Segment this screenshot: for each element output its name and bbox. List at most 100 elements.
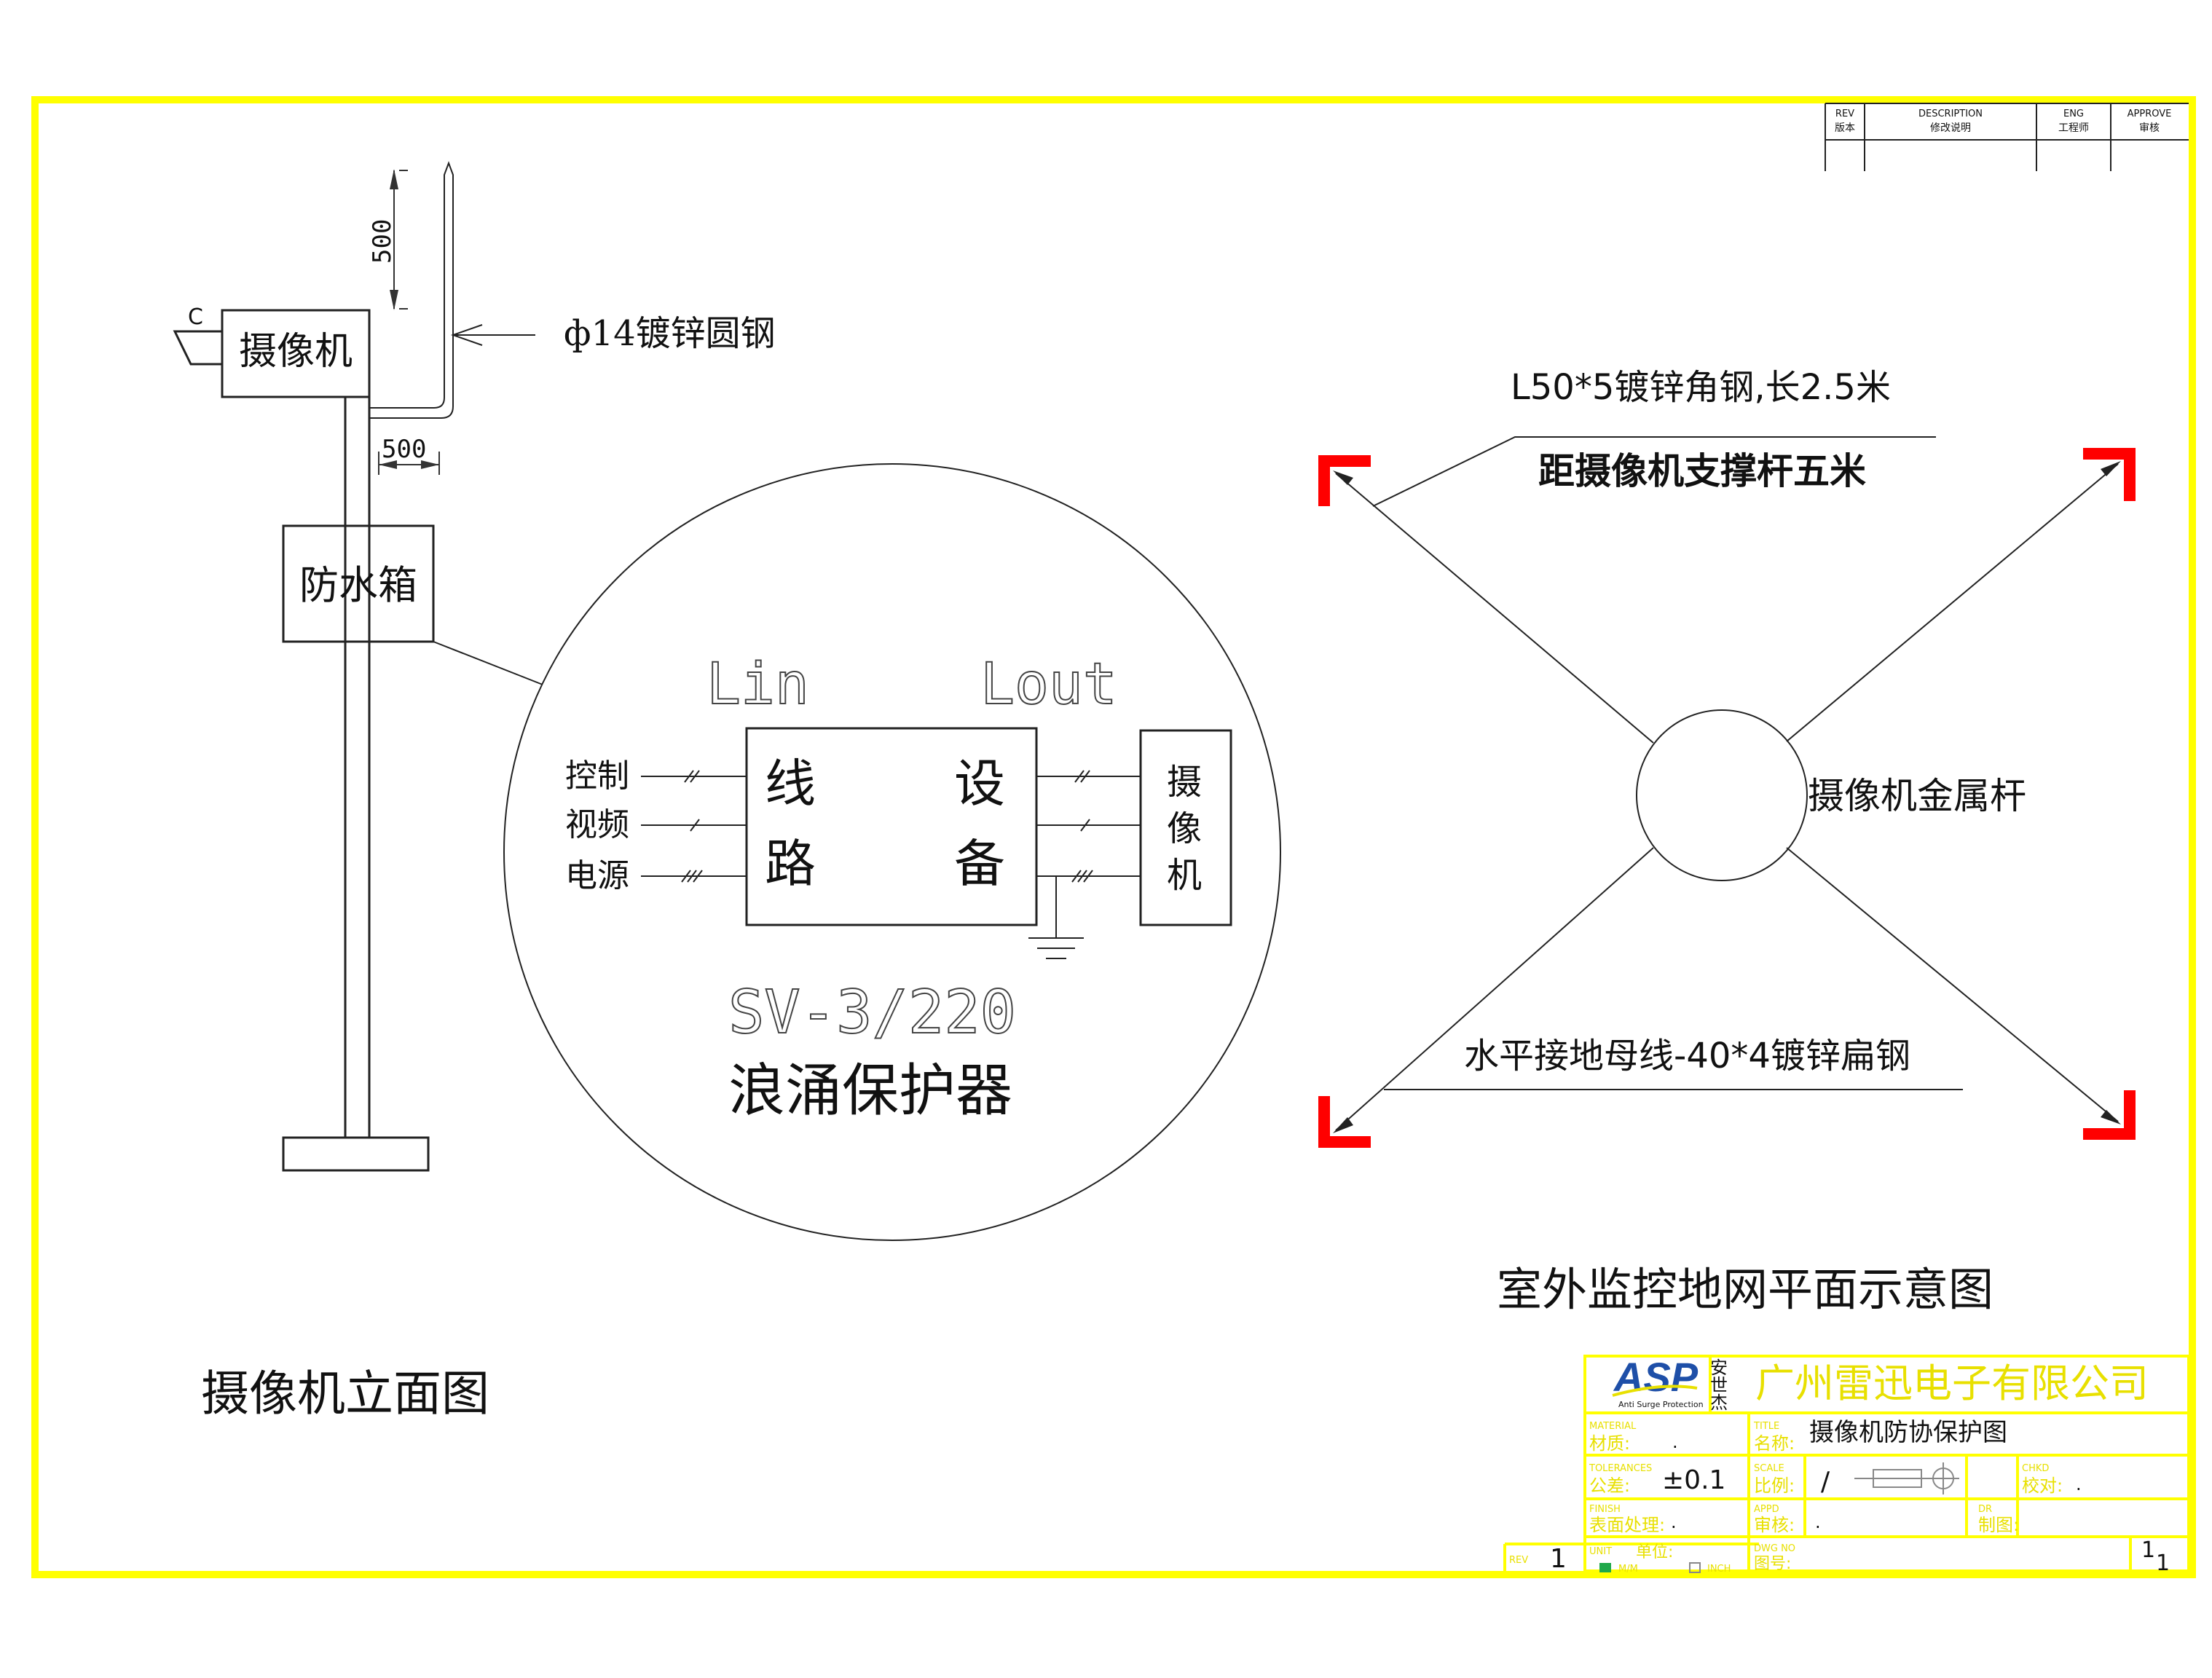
title-block-frame bbox=[1583, 1355, 2190, 1572]
finish-value: . bbox=[1671, 1512, 1677, 1532]
sheet-number-bottom: 1 bbox=[2156, 1551, 2170, 1576]
ground-grid-plan: L50*5镀锌角钢,长2.5米 距摄像机支撑杆五米 摄像机金属杆 水平接地母线-… bbox=[1318, 367, 2136, 1316]
camera-tag: C bbox=[188, 304, 203, 330]
detail-circle bbox=[503, 463, 1281, 1241]
chkd-label-en: CHKD bbox=[2022, 1463, 2049, 1474]
tolerance-value: ±0.1 bbox=[1662, 1465, 1725, 1495]
waterproof-box-label: 防水箱 bbox=[299, 562, 417, 608]
logo-cn-1: 安 bbox=[1710, 1358, 1728, 1378]
sheet-number-top: 1 bbox=[2141, 1537, 2155, 1563]
tolerance-label-en: TOLERANCES bbox=[1589, 1463, 1652, 1474]
camera-label: 摄像机 bbox=[239, 330, 353, 374]
waterproof-box bbox=[282, 524, 435, 643]
corner-marker-top-left bbox=[1318, 455, 1371, 506]
metal-pole-circle bbox=[1636, 709, 1808, 881]
eng-label-en: ENG bbox=[2063, 109, 2084, 119]
unit-inch-label: INCH bbox=[1707, 1564, 1731, 1575]
unit-mm-label: M/M bbox=[1618, 1564, 1638, 1575]
drawing-title-value: 摄像机防协保护图 bbox=[1809, 1418, 2007, 1447]
angle-steel-label: L50*5镀锌角钢,长2.5米 bbox=[1511, 367, 1891, 408]
title-block: ASP Anti Surge Protection 安 世 杰 广州雷迅电子有限… bbox=[1503, 1354, 2190, 1576]
scale-label-en: SCALE bbox=[1754, 1463, 1784, 1474]
unit-mm-checkbox bbox=[1599, 1563, 1611, 1572]
title-label-cn: 名称: bbox=[1754, 1433, 1795, 1454]
corner-marker-bottom-left bbox=[1318, 1096, 1371, 1148]
finish-label-cn: 表面处理: bbox=[1589, 1515, 1665, 1535]
title-label-en: TITLE bbox=[1753, 1421, 1779, 1432]
ground-wire-sw bbox=[1335, 847, 1654, 1131]
camera-char-1: 摄 bbox=[1167, 762, 1202, 803]
eng-label-cn: 工程师 bbox=[2058, 122, 2089, 134]
projection-symbol bbox=[1854, 1462, 1959, 1494]
device-side-char-1: 设 bbox=[954, 754, 1005, 814]
description-label-en: DESCRIPTION bbox=[1918, 109, 1983, 119]
material-label-cn: 材质: bbox=[1589, 1433, 1630, 1454]
approve-label-cn: 审核 bbox=[2139, 122, 2160, 134]
unit-label-en: UNIT bbox=[1589, 1546, 1612, 1557]
company-name: 广州雷迅电子有限公司 bbox=[1755, 1360, 2149, 1406]
bus-bar-label: 水平接地母线-40*4镀锌扁钢 bbox=[1464, 1036, 1910, 1076]
camera-char-2: 像 bbox=[1167, 808, 1202, 849]
chkd-label-cn: 校对: bbox=[2022, 1476, 2063, 1496]
dim-horizontal-500: 500 bbox=[382, 435, 426, 464]
detail-leader bbox=[433, 641, 543, 685]
protector-name: 浪涌保护器 bbox=[728, 1058, 1012, 1124]
drawn-label-cn: 制图: bbox=[1978, 1515, 2019, 1535]
scale-label-cn: 比例: bbox=[1754, 1476, 1795, 1496]
device-side-char-2: 备 bbox=[954, 834, 1005, 894]
elevation-title: 摄像机立面图 bbox=[201, 1366, 489, 1422]
corner-marker-top-right bbox=[2083, 448, 2136, 501]
metal-pole-label: 摄像机金属杆 bbox=[1808, 775, 2026, 817]
lightning-rod bbox=[369, 161, 454, 419]
line-side-char-2: 路 bbox=[765, 834, 816, 894]
logo-swoosh bbox=[1612, 1384, 1698, 1397]
dim-vertical-500: 500 bbox=[368, 219, 397, 264]
camera-lens bbox=[173, 330, 224, 366]
pole-base-plate bbox=[282, 1136, 430, 1172]
line-side-char-1: 线 bbox=[765, 754, 816, 814]
dwg-label-en: DWG NO bbox=[1754, 1543, 1795, 1554]
logo-cn-2: 世 bbox=[1710, 1375, 1728, 1395]
rev-value: 1 bbox=[1550, 1544, 1567, 1574]
protector-box bbox=[745, 727, 1038, 926]
dwg-label-cn: 图号: bbox=[1754, 1555, 1791, 1573]
ground-wire-ne bbox=[1786, 463, 2119, 742]
input-control: 控制 bbox=[565, 757, 629, 795]
unit-label-cn: 单位: bbox=[1636, 1543, 1673, 1561]
rev-label-en: REV bbox=[1835, 109, 1854, 119]
description-label-cn: 修改说明 bbox=[1930, 122, 1971, 134]
appd-label-cn: 审核: bbox=[1754, 1515, 1795, 1535]
lin-label: Lin bbox=[706, 652, 809, 717]
input-video: 视频 bbox=[565, 806, 629, 843]
appd-value: . bbox=[1815, 1512, 1821, 1532]
lout-label: Lout bbox=[980, 652, 1117, 717]
ground-plan-title: 室外监控地网平面示意图 bbox=[1497, 1263, 1993, 1316]
revision-block: REV 版本 DESCRIPTION 修改说明 ENG 工程师 APPROVE … bbox=[1825, 103, 2189, 171]
detail-camera-box bbox=[1139, 729, 1232, 926]
appd-label-en: APPD bbox=[1754, 1504, 1779, 1515]
corner-marker-bottom-right bbox=[2083, 1090, 2136, 1140]
finish-label-en: FINISH bbox=[1589, 1504, 1621, 1515]
camera-elevation: C 摄像机 500 500 ф14镀锌圆钢 防水箱 摄像机立面图 bbox=[173, 161, 776, 1422]
tolerance-label-cn: 公差: bbox=[1589, 1476, 1630, 1496]
input-power: 电源 bbox=[565, 857, 629, 894]
material-label-en: MATERIAL bbox=[1589, 1421, 1637, 1432]
approve-label-en: APPROVE bbox=[2128, 109, 2172, 119]
ground-wire-se bbox=[1786, 847, 2119, 1122]
protector-model: SV-3/220 bbox=[728, 978, 1016, 1047]
ground-wire-nw bbox=[1335, 473, 1654, 744]
logo-subtitle: Anti Surge Protection bbox=[1618, 1400, 1704, 1409]
unit-inch-checkbox bbox=[1689, 1562, 1701, 1573]
scale-value: / bbox=[1821, 1467, 1830, 1497]
rev-label-cn: 版本 bbox=[1835, 122, 1855, 134]
rod-callout: ф14镀锌圆钢 bbox=[564, 313, 776, 354]
angle-steel-leader bbox=[1372, 436, 1936, 507]
camera-char-3: 机 bbox=[1167, 855, 1202, 896]
drawn-label-en: DR bbox=[1978, 1504, 1992, 1515]
rev-label: REV bbox=[1509, 1555, 1528, 1566]
drawing-frame bbox=[31, 96, 2196, 1578]
chkd-value: . bbox=[2076, 1474, 2082, 1494]
surge-protector-detail: Lin Lout 线 路 设 备 控制 视频 电源 bbox=[503, 463, 1281, 1241]
distance-note: 距摄像机支撑杆五米 bbox=[1538, 450, 1866, 492]
